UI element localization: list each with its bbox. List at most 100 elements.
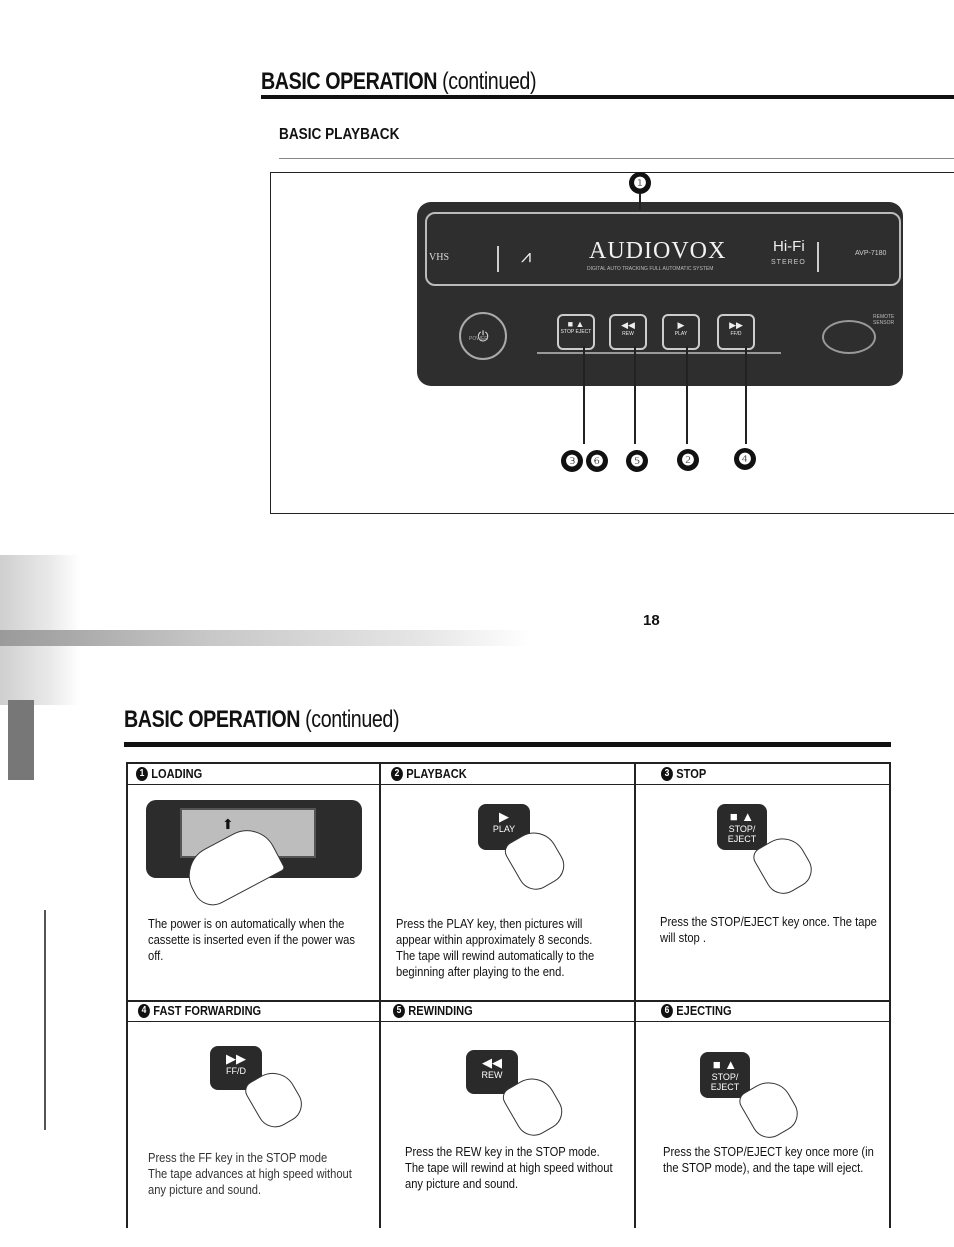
brand-name: AUDIOVOX <box>589 238 727 264</box>
cell-title-stop: 3 STOP <box>661 766 706 781</box>
callout-3: ❸ <box>561 450 583 472</box>
cell-desc-loading: The power is on automatically when the c… <box>148 916 372 964</box>
cell-title-fast-forwarding: 4 FAST FORWARDING <box>138 1003 261 1018</box>
callout-5: ❺ <box>626 450 648 472</box>
heading-continued: (continued) <box>442 68 537 95</box>
stereo-label: STEREO <box>771 259 806 266</box>
table-border <box>126 1000 890 1002</box>
desc-line: The tape will rewind at high speed witho… <box>405 1160 613 1191</box>
subheading-rule <box>279 158 954 159</box>
leader-line <box>745 346 747 444</box>
leader-line <box>634 346 636 444</box>
cell-desc-fast-forwarding: Press the FF key in the STOP mode The ta… <box>148 1150 372 1198</box>
desc-line: The tape advances at high speed without … <box>148 1166 352 1197</box>
cell-desc-stop: Press the STOP/EJECT key once. The tape … <box>660 914 884 946</box>
brand-mark-icon: ⩘ <box>521 246 532 266</box>
desc-line: The tape will rewind automatically to th… <box>396 948 595 979</box>
play-key[interactable]: ▶ PLAY <box>662 314 700 350</box>
table-border <box>889 762 891 1228</box>
stop-eject-icon: ■ ▲ <box>567 319 585 329</box>
scan-artifact <box>8 700 34 780</box>
play-icon: ▶ <box>677 320 685 330</box>
divider <box>817 242 819 272</box>
table-border <box>126 762 128 1228</box>
rewind-icon: ◀◀ <box>482 1055 502 1070</box>
step-number: 3 <box>661 766 673 781</box>
divider <box>497 246 499 272</box>
key-label: PLAY <box>492 824 516 834</box>
cell-desc-playback: Press the PLAY key, then pictures will a… <box>396 916 620 980</box>
fast-forward-icon: ▶▶ <box>729 320 743 330</box>
key-label: PLAY <box>674 331 688 337</box>
section-subheading: BASIC PLAYBACK <box>279 126 400 143</box>
key-row-rule <box>537 352 781 354</box>
callout-6: ❻ <box>586 450 608 472</box>
desc-line: Press the STOP/EJECT key once. The tape … <box>660 914 877 945</box>
scan-artifact <box>44 910 46 1130</box>
key-label: FF/D <box>730 331 742 337</box>
table-border <box>379 762 381 1228</box>
table-border <box>126 784 890 785</box>
key-label: STOP EJECT <box>560 329 592 335</box>
key-label: REW <box>481 1070 503 1080</box>
desc-line: Press the PLAY key, then pictures will a… <box>396 916 593 947</box>
remote-sensor-window <box>822 320 876 354</box>
cell-title-text: REWINDING <box>408 1003 473 1018</box>
heading-main: BASIC OPERATION <box>261 68 438 95</box>
page-number: 18 <box>643 612 660 629</box>
scan-artifact <box>0 630 530 646</box>
desc-line: The power is on automatically when the c… <box>148 916 355 963</box>
remote-sensor-label: REMOTE SENSOR <box>873 314 895 326</box>
stop-eject-icon: ■ ▲ <box>729 809 755 824</box>
cell-title-loading: 1 LOADING <box>136 766 202 781</box>
callout-1: ❶ <box>629 172 651 194</box>
leader-line <box>583 346 585 444</box>
cell-desc-rewinding: Press the REW key in the STOP mode. The … <box>405 1144 629 1192</box>
power-button[interactable]: ⏻ <box>459 312 507 360</box>
callout-2: ❷ <box>677 449 699 471</box>
brand-tagline: DIGITAL AUTO TRACKING FULL AUTOMATIC SYS… <box>587 266 714 272</box>
key-label: REW <box>622 331 634 337</box>
loading-illustration: ⬆ <box>146 800 362 913</box>
ffwd-key[interactable]: ▶▶ FF/D <box>717 314 755 350</box>
step-number: 2 <box>391 766 403 781</box>
play-icon: ▶ <box>499 809 509 824</box>
page-heading-top: BASIC OPERATION (continued) <box>261 68 537 96</box>
cell-title-text: STOP <box>676 766 707 781</box>
desc-line: Press the FF key in the STOP mode <box>148 1150 328 1165</box>
cell-title-ejecting: 6 EJECTING <box>661 1003 732 1018</box>
stop-eject-key[interactable]: ■ ▲ STOP EJECT <box>557 314 595 350</box>
key-label: FF/D <box>226 1066 246 1076</box>
table-border <box>126 1021 890 1022</box>
desc-line: Press the REW key in the STOP mode. <box>405 1144 600 1159</box>
cell-title-text: EJECTING <box>676 1003 732 1018</box>
stop-eject-key-icon: ■ ▲ STOP/ EJECT <box>700 1052 750 1098</box>
rew-key[interactable]: ◀◀ REW <box>609 314 647 350</box>
heading-main: BASIC OPERATION <box>124 706 301 733</box>
hifi-logo: Hi-Fi <box>773 238 805 255</box>
cell-title-text: LOADING <box>151 766 203 781</box>
callout-4: ❹ <box>734 448 756 470</box>
heading-continued: (continued) <box>305 706 400 733</box>
key-label: STOP/ EJECT <box>710 1072 740 1092</box>
leader-line <box>639 194 641 210</box>
desc-line: Press the STOP/EJECT key once more (in t… <box>663 1144 874 1175</box>
step-number: 5 <box>393 1003 405 1018</box>
playback-figure <box>270 172 954 514</box>
cassette-door <box>425 212 901 286</box>
stop-eject-key-icon: ■ ▲ STOP/ EJECT <box>717 804 767 850</box>
step-number: 1 <box>136 766 148 781</box>
rewind-icon: ◀◀ <box>621 320 635 330</box>
insert-arrow-icon: ⬆ <box>222 816 234 832</box>
fast-forward-icon: ▶▶ <box>226 1051 246 1066</box>
vhs-logo: VHS <box>429 252 450 263</box>
page-heading-bottom: BASIC OPERATION (continued) <box>124 706 400 734</box>
vcr-front-panel: VHS ⩘ AUDIOVOX DIGITAL AUTO TRACKING FUL… <box>417 202 903 386</box>
stop-eject-icon: ■ ▲ <box>712 1057 738 1072</box>
table-border <box>634 762 636 1228</box>
cell-title-playback: 2 PLAYBACK <box>391 766 467 781</box>
cell-title-text: PLAYBACK <box>406 766 467 781</box>
cell-title-text: FAST FORWARDING <box>153 1003 262 1018</box>
power-label: POWER <box>469 336 488 342</box>
model-number: AVP-7180 <box>855 250 887 257</box>
